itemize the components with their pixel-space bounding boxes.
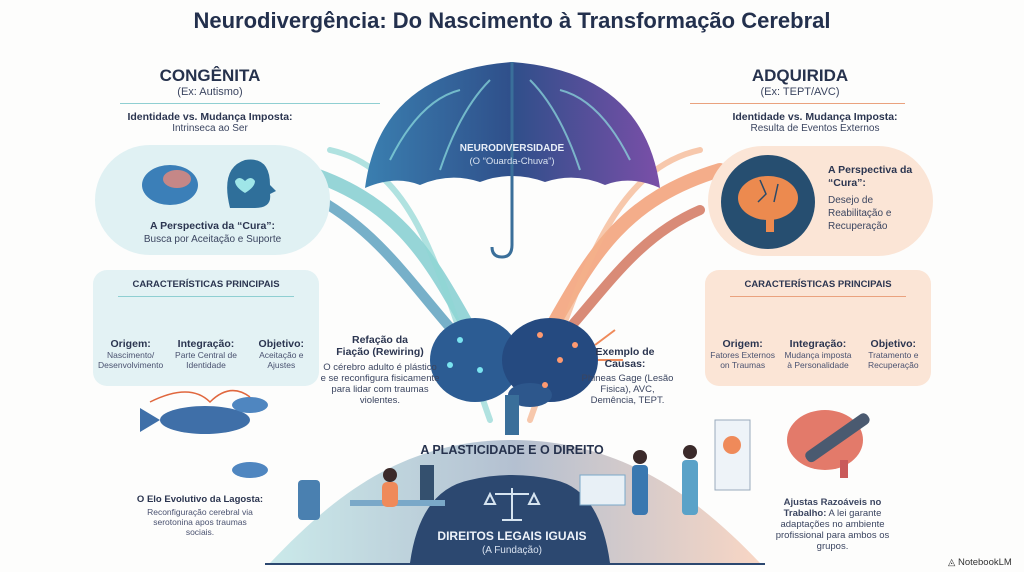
feature-value: Mudança imposta à Personalidade <box>784 350 852 370</box>
feature-label: Objetivo: <box>870 338 917 350</box>
rewiring-title: Refação da Fiação (Rewiring) <box>336 334 424 358</box>
left-cure-label: A Perspectiva da “Cura”: <box>149 220 276 232</box>
right-divider <box>690 103 905 104</box>
lobster-text: Reconfiguração cerebral via serotonina a… <box>147 507 253 537</box>
right-cure-label: A Perspectiva da “Cura”: <box>828 164 913 189</box>
divider <box>118 296 294 297</box>
left-cure-value: Busca por Aceitação e Suporte <box>143 234 282 245</box>
feature-label: Origem: <box>110 338 151 350</box>
right-cure-bubble: A Perspectiva da “Cura”: Desejo de Reabi… <box>708 146 933 256</box>
feature-integration: Integração:Mudança imposta à Personalida… <box>781 338 855 370</box>
right-heading: ADQUIRIDA <box>751 66 849 85</box>
lobster-title: O Elo Evolutivo da Lagosta: <box>136 494 264 505</box>
work-title: Ajustas Razoáveis no Trabalho: <box>783 497 882 519</box>
page-title: Neurodivergência: Do Nascimento à Transf… <box>193 8 831 33</box>
right-features-title: CARACTERÍSTICAS PRINCIPAIS <box>744 279 892 290</box>
right-cure-value: Desejo de Reabilitação e Recuperação <box>828 195 892 232</box>
feature-goal: Objetivo:Aceitação e Ajustes <box>244 338 318 370</box>
umbrella-title: NEURODIVERSIDADE <box>459 143 565 154</box>
left-heading: CONGÊNITA <box>159 66 261 85</box>
foundation-scene <box>265 419 765 565</box>
brain-heart-icon <box>142 159 276 208</box>
feature-value: Tratamento e Recuperação <box>868 350 919 370</box>
right-features-card: CARACTERÍSTICAS PRINCIPAIS Origem:Fatore… <box>705 270 931 386</box>
scales-of-justice-icon <box>483 488 541 521</box>
feature-value: Parte Central de Identidade <box>175 350 237 370</box>
feature-value: Fatores Externos on Traumas <box>710 350 776 370</box>
umbrella-illustration <box>365 62 660 259</box>
divider <box>730 296 906 297</box>
right-identity-value: Resulta de Eventos Externos <box>750 123 880 134</box>
feature-value: Nascimento/ Desenvolvimento <box>98 350 164 370</box>
left-identity-value: Intrinseca ao Ser <box>172 123 248 134</box>
watermark-text: NotebookLM <box>957 557 1012 568</box>
plasticity-title: A PLASTICIDADE E O DIREITO <box>420 443 604 457</box>
foundation-title: DIREITOS LEGAIS IGUAIS <box>437 529 587 543</box>
feature-label: Integração: <box>789 338 847 350</box>
lobster-illustration <box>140 389 268 478</box>
left-cure-bubble: A Perspectiva da “Cura”: Busca por Aceit… <box>95 145 330 255</box>
central-brain-illustration <box>430 318 623 435</box>
umbrella-subtitle: (O “Ouarda-Chuva”) <box>469 156 555 167</box>
injured-brain-illustration <box>787 410 870 478</box>
foundation-subtitle: (A Fundação) <box>481 545 543 556</box>
work-note: Ajustas Razoáveis no Trabalho: A lei gar… <box>775 497 890 552</box>
rewiring-text: O cérebro adulto é plástico e se reconfi… <box>320 362 440 406</box>
left-example: (Ex: Autismo) <box>177 86 243 98</box>
feature-goal: Objetivo:Tratamento e Recuperação <box>856 338 930 370</box>
feature-origin: Origem:Fatores Externos on Traumas <box>706 338 780 370</box>
feature-label: Integração: <box>177 338 235 350</box>
feature-integration: Integração:Parte Central de Identidade <box>169 338 243 370</box>
right-example: (Ex: TEPT/AVC) <box>760 86 840 98</box>
cracked-brain-icon <box>721 155 815 249</box>
notebooklm-logo-icon: ◬ <box>948 557 958 568</box>
causes-title: Exemplo de Causas: <box>595 346 655 370</box>
left-features-card: CARACTERÍSTICAS PRINCIPAIS Origem:Nascim… <box>93 270 319 386</box>
left-divider <box>120 103 380 104</box>
left-features-title: CARACTERÍSTICAS PRINCIPAIS <box>132 279 280 290</box>
causes-text: Phineas Gage (Lesão Fisica), AVC, Demênc… <box>581 373 674 406</box>
right-identity-label: Identidade vs. Mudança Imposta: <box>732 111 898 123</box>
feature-label: Origem: <box>722 338 763 350</box>
feature-origin: Origem:Nascimento/ Desenvolvimento <box>94 338 168 370</box>
left-identity-label: Identidade vs. Mudança Imposta: <box>127 111 293 123</box>
notebooklm-watermark: ◬ NotebookLM <box>948 557 1012 568</box>
feature-value: Aceitação e Ajustes <box>259 350 304 370</box>
work-text: A lei garante adaptações no ambiente pro… <box>775 508 890 552</box>
feature-label: Objetivo: <box>258 338 305 350</box>
